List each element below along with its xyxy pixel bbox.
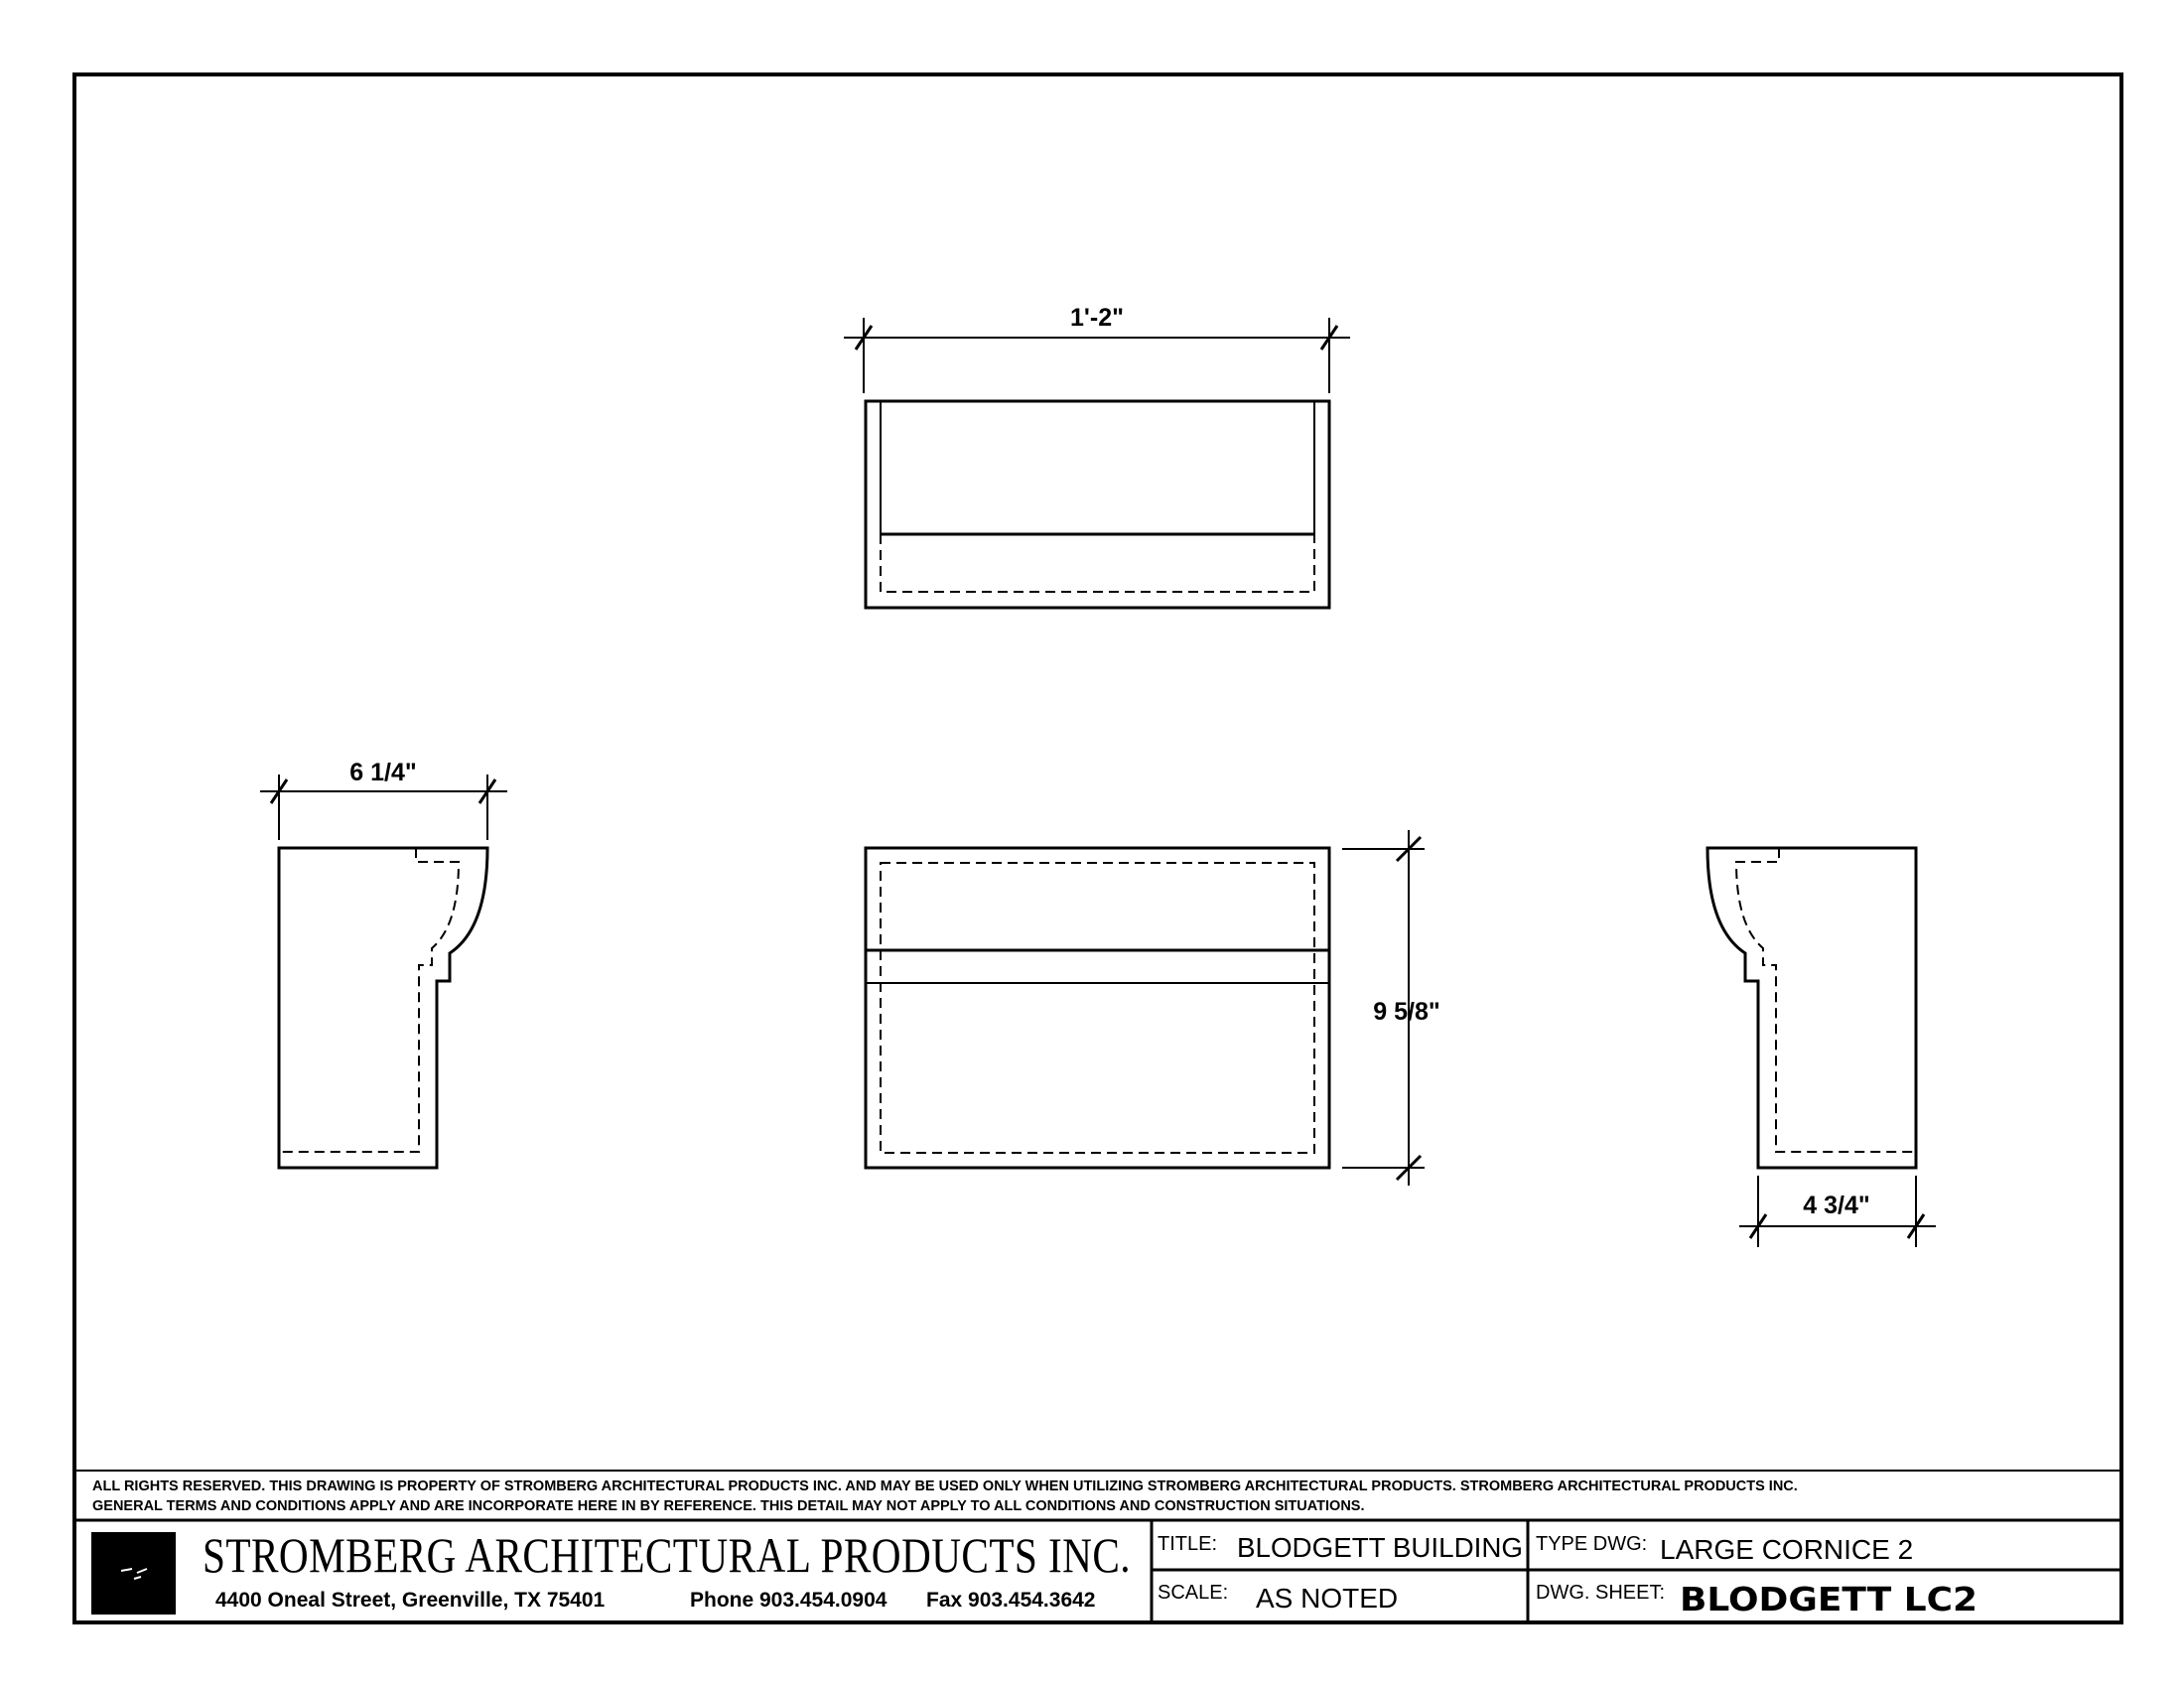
front-height-dimension bbox=[1342, 830, 1425, 1186]
top-width-label: 1'-2" bbox=[1070, 304, 1124, 332]
scale-value: AS NOTED bbox=[1256, 1583, 1398, 1614]
dwg-sheet-label: DWG. SHEET: bbox=[1536, 1582, 1665, 1604]
sheet-border bbox=[72, 72, 2123, 1624]
right-depth-label: 4 3/4" bbox=[1803, 1192, 1869, 1219]
company-logo bbox=[91, 1532, 176, 1615]
left-depth-dimension bbox=[260, 774, 507, 840]
front-view bbox=[864, 846, 1331, 1170]
type-dwg-value: LARGE CORNICE 2 bbox=[1660, 1534, 1913, 1565]
type-dwg-label: TYPE DWG: bbox=[1536, 1533, 1647, 1555]
title-label: TITLE: bbox=[1158, 1533, 1217, 1555]
top-width-dimension bbox=[844, 318, 1350, 393]
company-phone: Phone 903.454.0904 bbox=[690, 1589, 887, 1612]
title-block bbox=[74, 1470, 2121, 1622]
company-fax: Fax 903.454.3642 bbox=[926, 1589, 1095, 1612]
logo-mark-icon bbox=[120, 1568, 148, 1580]
left-depth-label: 6 1/4" bbox=[349, 759, 416, 786]
right-depth-dimension bbox=[1739, 1176, 1936, 1247]
rights-reserved-note-line2: GENERAL TERMS AND CONDITIONS APPLY AND A… bbox=[92, 1498, 1365, 1514]
company-address: 4400 Oneal Street, Greenville, TX 75401 bbox=[215, 1589, 606, 1612]
dwg-sheet-value: BLODGETT LC2 bbox=[1680, 1580, 1978, 1618]
rights-reserved-note-line1: ALL RIGHTS RESERVED. THIS DRAWING IS PRO… bbox=[92, 1478, 1798, 1494]
front-height-label: 9 5/8" bbox=[1373, 998, 1439, 1026]
right-profile-view bbox=[1706, 846, 1918, 1170]
title-value: BLODGETT BUILDING bbox=[1237, 1532, 1523, 1563]
left-profile-view bbox=[277, 846, 489, 1170]
scale-label: SCALE: bbox=[1158, 1582, 1228, 1604]
company-name: STROMBERG ARCHITECTURAL PRODUCTS INC. bbox=[203, 1527, 1131, 1583]
top-view bbox=[864, 399, 1331, 610]
